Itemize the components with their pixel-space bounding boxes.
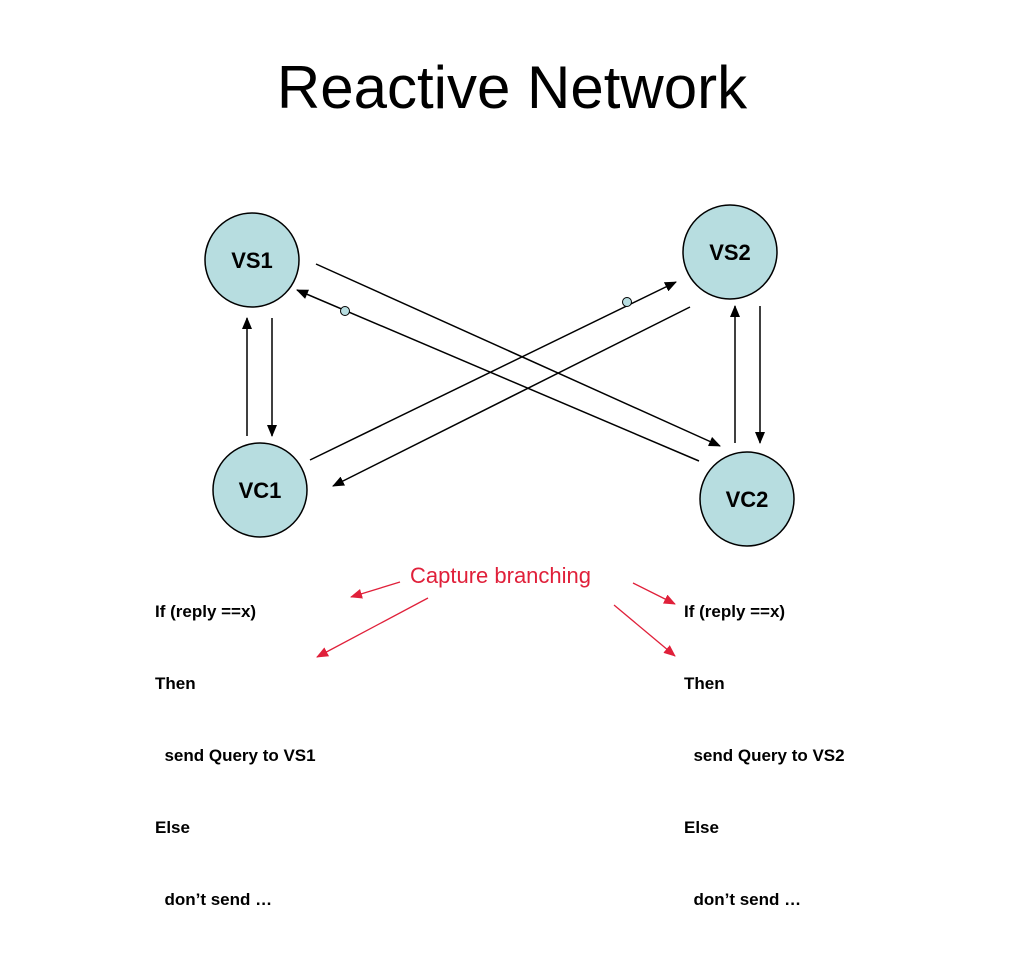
slide: Reactive Network VS1 VS2 xyxy=(155,54,845,909)
annotation-arrow-right-bottom xyxy=(613,604,676,657)
right-rule-line: Else xyxy=(684,818,719,837)
edge-vc1-to-vs2 xyxy=(309,281,677,461)
right-rule-line: send Query to VS2 xyxy=(684,746,845,765)
node-vs2: VS2 xyxy=(682,204,778,300)
capture-branching-label: Capture branching xyxy=(410,563,592,588)
left-branch-rule: If (reply ==x) Then send Query to VS1 El… xyxy=(155,552,316,960)
left-rule-line: If (reply ==x) xyxy=(155,602,257,621)
right-rule-line: If (reply ==x) xyxy=(684,602,786,621)
right-rule-line: don’t send … xyxy=(684,890,802,909)
left-rule-line: send Query to VS1 xyxy=(155,746,316,765)
edge-dot-right xyxy=(622,297,632,307)
edge-vc2-to-vs1 xyxy=(296,289,700,462)
node-vc1: VC1 xyxy=(212,442,308,538)
edge-dot-left xyxy=(340,306,350,316)
left-rule-line: Then xyxy=(155,674,196,693)
node-vs2-label: VS2 xyxy=(709,240,751,265)
edge-vs2-to-vc1 xyxy=(332,306,691,487)
edge-vs1-to-vc2 xyxy=(315,263,721,447)
node-vc2: VC2 xyxy=(699,451,795,547)
node-vc1-label: VC1 xyxy=(239,478,282,503)
node-vs1-label: VS1 xyxy=(231,248,273,273)
network-diagram: VS1 VS2 VC1 VC2 xyxy=(204,204,795,658)
node-vc2-label: VC2 xyxy=(726,487,769,512)
annotation-arrow-right-top xyxy=(632,582,676,605)
annotation-arrow-left-top xyxy=(350,581,401,599)
left-rule-line: don’t send … xyxy=(155,890,273,909)
right-rule-line: Then xyxy=(684,674,725,693)
left-rule-line: Else xyxy=(155,818,190,837)
right-branch-rule: If (reply ==x) Then send Query to VS2 El… xyxy=(684,552,845,960)
annotation-arrow-left-bottom xyxy=(316,597,429,658)
slide-title: Reactive Network xyxy=(276,54,748,121)
node-vs1: VS1 xyxy=(204,212,300,308)
